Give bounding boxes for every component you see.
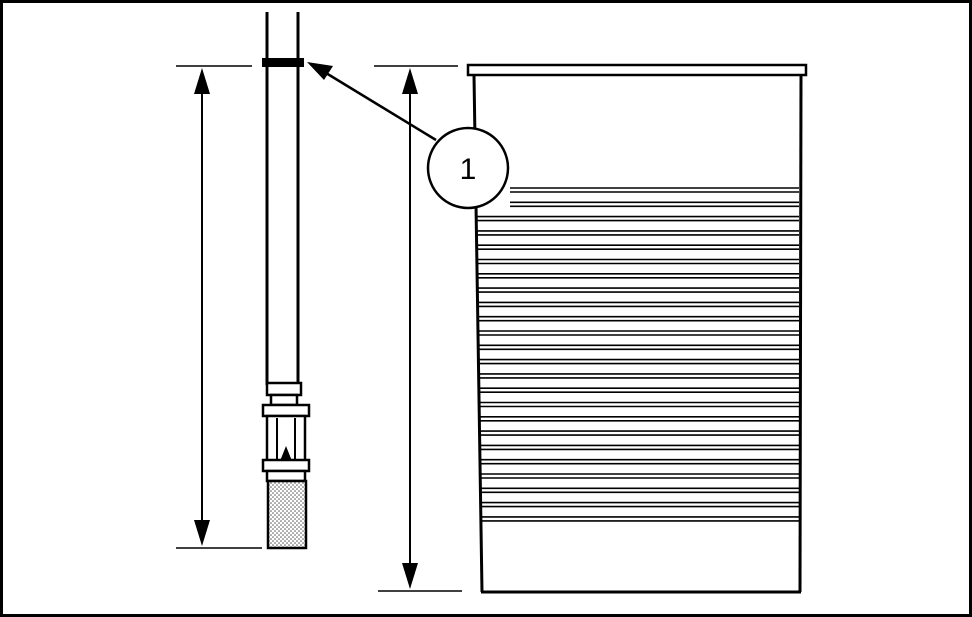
tube-mark-band [262,58,304,67]
callout-number: 1 [460,153,477,186]
tube-length-dimension [176,65,262,549]
suction-tube [261,12,311,550]
callout-circle [426,126,510,210]
drum-container [466,63,808,594]
callout-arrowhead [307,62,333,80]
drum-ribs [476,187,799,522]
callout-1: 1 [307,62,510,210]
check-valve-ball [280,446,292,461]
drum-lid-rim [466,63,808,77]
drum-height-dimension [374,65,462,592]
strainer-screen [266,479,308,550]
